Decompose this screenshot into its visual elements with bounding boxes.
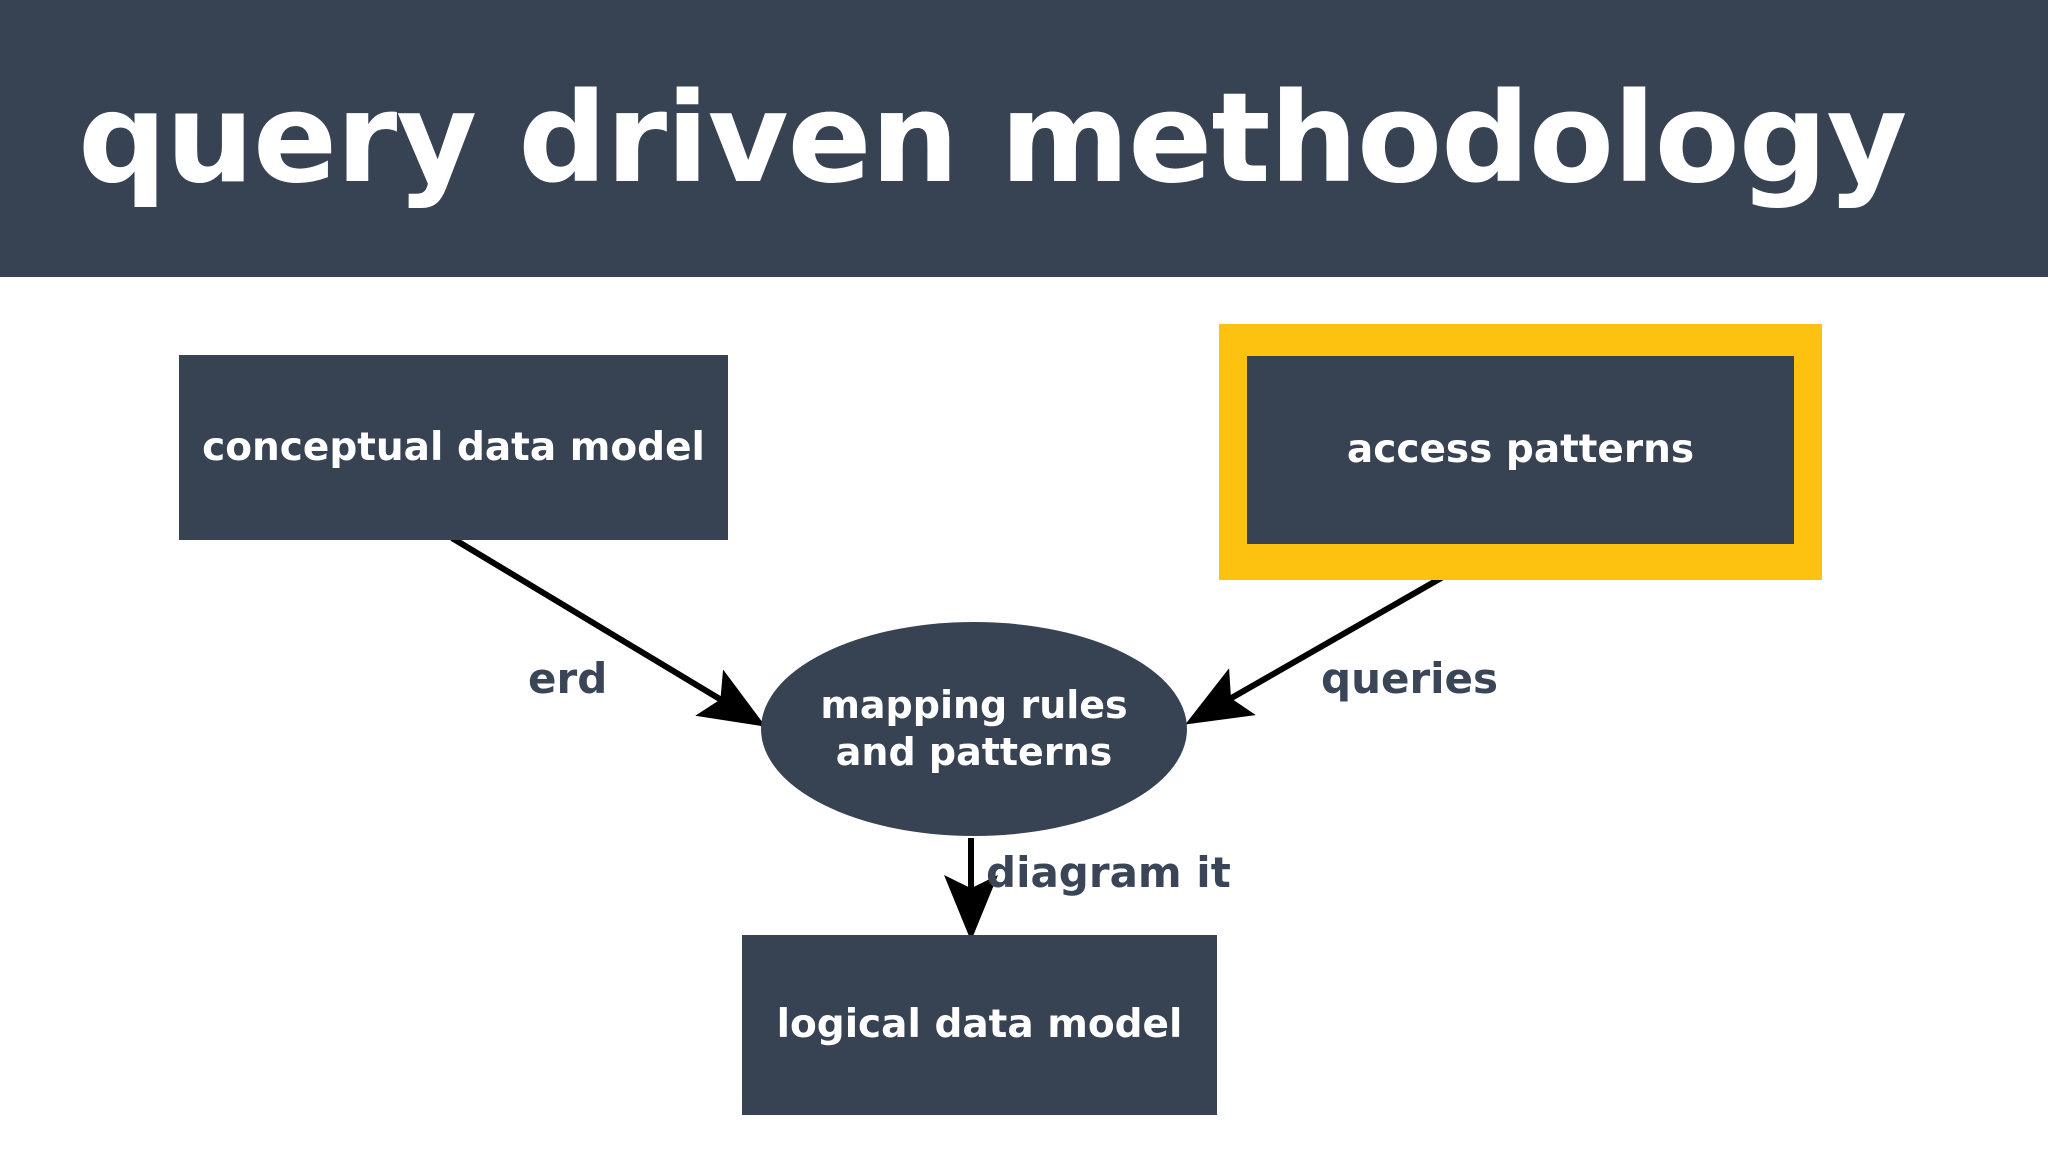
page-title: query driven methodology xyxy=(78,66,1907,211)
node-mapping-rules-and-patterns-label: mapping rules and patterns xyxy=(820,683,1128,774)
node-mapping-rules-and-patterns[interactable]: mapping rules and patterns xyxy=(761,622,1187,836)
node-logical-data-model[interactable]: logical data model xyxy=(742,935,1217,1115)
edge-label-diagram-it: diagram it xyxy=(986,848,1231,897)
header-bar: query driven methodology xyxy=(0,0,2048,277)
edge-label-erd: erd xyxy=(528,654,608,703)
node-logical-data-model-label: logical data model xyxy=(776,1002,1183,1048)
node-access-patterns[interactable]: access patterns xyxy=(1247,356,1794,544)
node-conceptual-data-model-label: conceptual data model xyxy=(202,424,705,470)
node-conceptual-data-model[interactable]: conceptual data model xyxy=(179,355,728,540)
node-access-patterns-label: access patterns xyxy=(1346,427,1695,473)
edge-label-queries: queries xyxy=(1321,654,1499,703)
